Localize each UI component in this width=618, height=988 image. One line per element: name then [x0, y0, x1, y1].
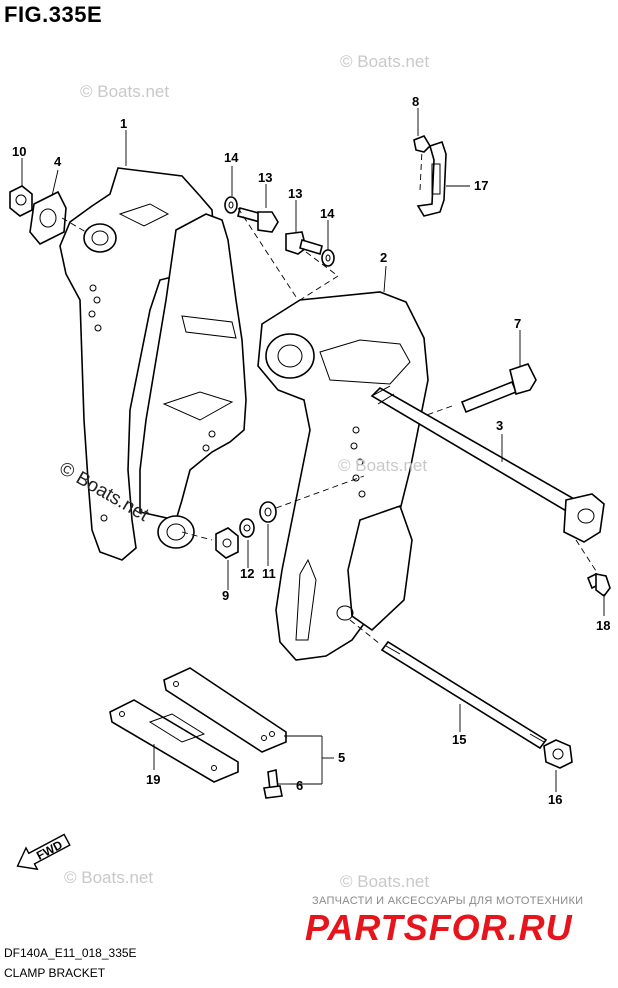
washer-11[interactable]: [259, 501, 277, 523]
plate-19[interactable]: [109, 699, 239, 783]
plate-5[interactable]: [163, 667, 287, 753]
callout-14-lower: 14: [320, 206, 335, 221]
leader-lines: [21, 108, 605, 792]
callout-4: 4: [54, 154, 62, 169]
callout-8: 8: [412, 94, 419, 109]
clamp-bracket-right[interactable]: [257, 291, 429, 661]
callout-numbers: 1 2 3 4 5 6 7 8 9 10 11 12 13 13 14 14 1…: [12, 94, 610, 807]
nut-9[interactable]: [215, 527, 239, 559]
bolt-6[interactable]: [263, 769, 283, 799]
callout-15: 15: [452, 732, 466, 747]
clamp-bracket-left[interactable]: [59, 167, 247, 561]
small-bolt-8[interactable]: [413, 135, 432, 153]
callout-9: 9: [222, 588, 229, 603]
washer-12[interactable]: [239, 518, 255, 538]
bolt-7[interactable]: [460, 363, 537, 414]
watermark: © Boats.net: [80, 82, 170, 101]
callout-13-lower: 13: [288, 186, 302, 201]
callout-12: 12: [240, 566, 254, 581]
figure-model-code: DF140A_E11_018_335E: [4, 946, 137, 960]
promo-tagline: ЗАПЧАСТИ И АКСЕССУАРЫ ДЛЯ МОТОТЕХНИКИ: [312, 895, 584, 907]
plate-4[interactable]: [29, 190, 67, 245]
callout-18: 18: [596, 618, 610, 633]
callout-5: 5: [338, 750, 345, 765]
dashed-alignment-lines: [61, 149, 599, 645]
callout-2: 2: [380, 250, 387, 265]
washer-14-lower[interactable]: [321, 249, 335, 267]
washer-14-upper[interactable]: [224, 196, 238, 214]
bolt-18[interactable]: [586, 572, 611, 598]
callout-14-upper: 14: [224, 150, 239, 165]
tilt-rod-bolt[interactable]: [370, 385, 605, 543]
promo-logo[interactable]: PARTSFOR.RU: [305, 907, 573, 948]
callout-6: 6: [296, 778, 303, 793]
watermark: © Boats.net: [340, 872, 430, 891]
figure-name: CLAMP BRACKET: [4, 966, 106, 980]
callout-10: 10: [12, 144, 26, 159]
figure-title: FIG.335E: [4, 2, 103, 27]
watermark: © Boats.net: [64, 868, 154, 887]
bolt-13-upper[interactable]: [237, 207, 279, 233]
callout-1: 1: [120, 116, 127, 131]
cable-clip-17[interactable]: [416, 140, 447, 217]
callout-11: 11: [262, 566, 276, 581]
watermark: © Boats.net: [340, 52, 430, 71]
callout-13-upper: 13: [258, 170, 272, 185]
watermark: © Boats.net: [338, 456, 428, 475]
bolt-13-lower[interactable]: [285, 231, 323, 256]
callout-7: 7: [514, 316, 521, 331]
shaft-15[interactable]: [380, 640, 548, 750]
nut-10[interactable]: [9, 185, 33, 217]
callout-3: 3: [496, 418, 503, 433]
callout-19: 19: [146, 772, 160, 787]
callout-17: 17: [474, 178, 488, 193]
flange-nut-16[interactable]: [543, 739, 573, 769]
callout-16: 16: [548, 792, 562, 807]
fwd-arrow-icon: FWD: [16, 833, 71, 871]
